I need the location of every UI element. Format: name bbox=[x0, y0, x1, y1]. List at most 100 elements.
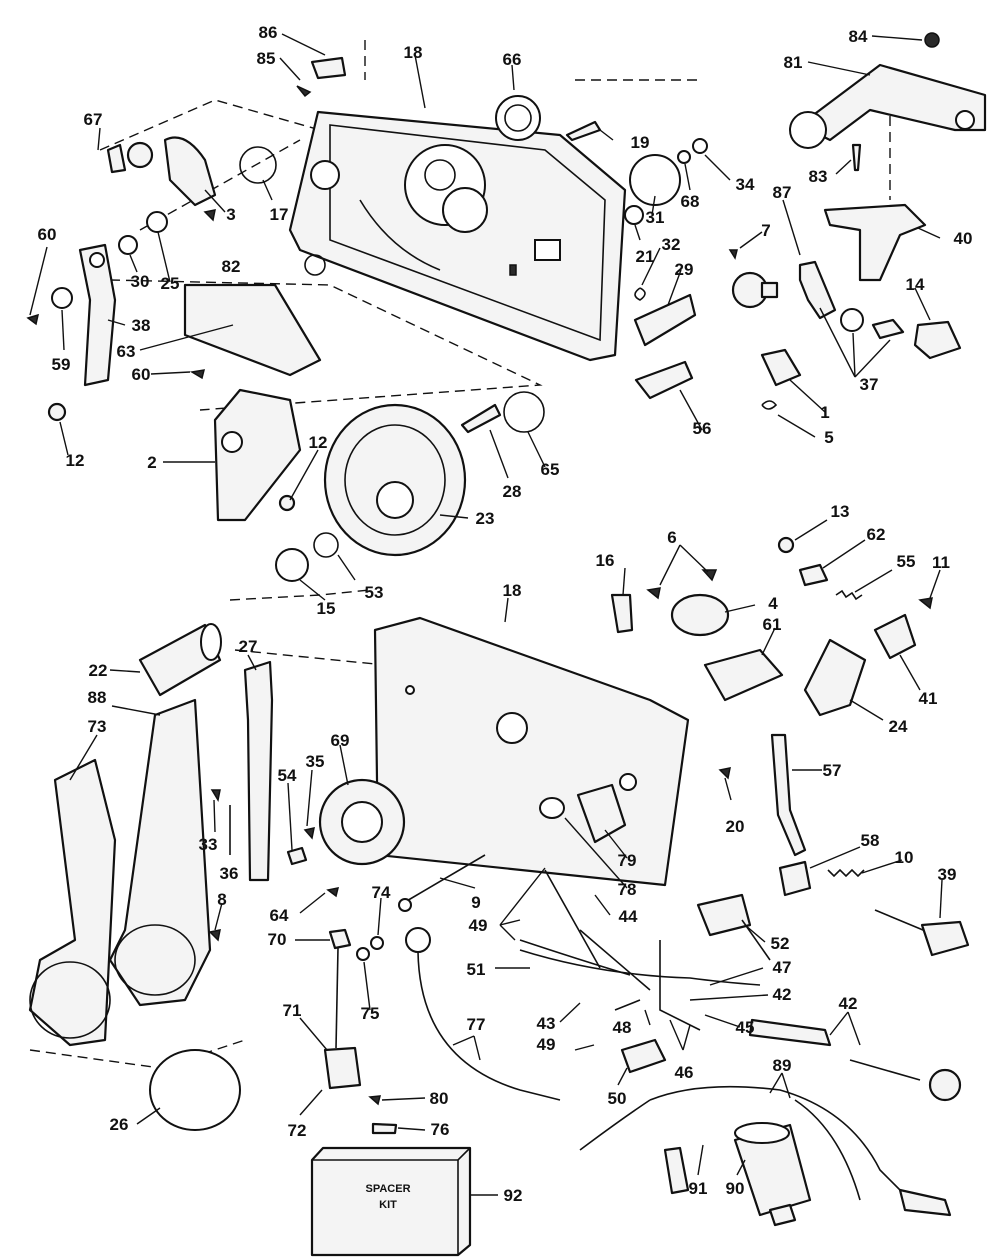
callout-20: 20 bbox=[726, 817, 745, 836]
callout-63: 63 bbox=[117, 342, 136, 361]
callout-79: 79 bbox=[618, 851, 637, 870]
callout-37: 37 bbox=[860, 375, 879, 394]
callout-87: 87 bbox=[773, 183, 792, 202]
callout-89: 89 bbox=[773, 1056, 792, 1075]
callout-26: 26 bbox=[110, 1115, 129, 1134]
callout-56: 56 bbox=[693, 419, 712, 438]
callout-80: 80 bbox=[430, 1089, 449, 1108]
callout-12-mid: 12 bbox=[309, 433, 328, 452]
spacer-kit-box: SPACER KIT bbox=[310, 1146, 472, 1257]
callout-18-lower: 18 bbox=[503, 581, 522, 600]
callout-83: 83 bbox=[809, 167, 828, 186]
callout-4: 4 bbox=[768, 594, 778, 613]
callout-17: 17 bbox=[270, 205, 289, 224]
callout-73: 73 bbox=[88, 717, 107, 736]
callout-27: 27 bbox=[239, 637, 258, 656]
callout-60-lower: 60 bbox=[132, 365, 151, 384]
callout-46: 46 bbox=[675, 1063, 694, 1082]
callout-21: 21 bbox=[636, 247, 655, 266]
callout-labels: 86 85 18 66 84 81 67 19 34 83 68 17 3 31… bbox=[38, 23, 973, 1205]
callout-85: 85 bbox=[257, 49, 276, 68]
callout-52: 52 bbox=[771, 934, 790, 953]
callout-61: 61 bbox=[763, 615, 782, 634]
callout-5: 5 bbox=[824, 428, 833, 447]
callout-35: 35 bbox=[306, 752, 325, 771]
spacer-box-line2: KIT bbox=[379, 1199, 397, 1211]
callout-16: 16 bbox=[596, 551, 615, 570]
callout-14: 14 bbox=[906, 275, 925, 294]
callout-77: 77 bbox=[467, 1015, 486, 1034]
callout-92: 92 bbox=[504, 1186, 523, 1205]
parts-lower bbox=[28, 623, 970, 1227]
callout-57: 57 bbox=[823, 761, 842, 780]
callout-30: 30 bbox=[131, 272, 150, 291]
callout-25: 25 bbox=[161, 274, 180, 293]
callout-8: 8 bbox=[217, 890, 226, 909]
callout-78: 78 bbox=[618, 880, 637, 899]
callout-7: 7 bbox=[761, 221, 770, 240]
callout-71: 71 bbox=[283, 1001, 302, 1020]
callout-81: 81 bbox=[784, 53, 803, 72]
callout-13: 13 bbox=[831, 502, 850, 521]
callout-53: 53 bbox=[365, 583, 384, 602]
callout-44: 44 bbox=[619, 907, 638, 926]
spacer-box-line1: SPACER bbox=[365, 1183, 410, 1195]
callout-82: 82 bbox=[222, 257, 241, 276]
callout-88: 88 bbox=[88, 688, 107, 707]
callout-1: 1 bbox=[820, 403, 829, 422]
callout-24: 24 bbox=[889, 717, 908, 736]
callout-39: 39 bbox=[938, 865, 957, 884]
callout-42-mid: 42 bbox=[773, 985, 792, 1004]
housing-upper bbox=[288, 110, 627, 362]
callout-45: 45 bbox=[736, 1018, 755, 1037]
callout-9: 9 bbox=[471, 893, 480, 912]
callout-34: 34 bbox=[736, 175, 755, 194]
callout-65: 65 bbox=[541, 460, 560, 479]
callout-29: 29 bbox=[675, 260, 694, 279]
callout-47: 47 bbox=[773, 958, 792, 977]
callout-66: 66 bbox=[503, 50, 522, 69]
callout-54: 54 bbox=[278, 766, 297, 785]
callout-15: 15 bbox=[317, 599, 336, 618]
callout-84: 84 bbox=[849, 27, 868, 46]
callout-32: 32 bbox=[662, 235, 681, 254]
callout-22: 22 bbox=[89, 661, 108, 680]
callout-50: 50 bbox=[608, 1089, 627, 1108]
callout-69: 69 bbox=[331, 731, 350, 750]
callout-2: 2 bbox=[147, 453, 156, 472]
callout-64: 64 bbox=[270, 906, 289, 925]
housing-lower bbox=[373, 616, 690, 887]
callout-72: 72 bbox=[288, 1121, 307, 1140]
callout-60-upper: 60 bbox=[38, 225, 57, 244]
callout-75: 75 bbox=[361, 1004, 380, 1023]
callout-49-lower: 49 bbox=[537, 1035, 556, 1054]
callout-12-left: 12 bbox=[66, 451, 85, 470]
callout-11: 11 bbox=[932, 553, 950, 572]
callout-59: 59 bbox=[52, 355, 71, 374]
callout-3: 3 bbox=[226, 205, 235, 224]
callout-41: 41 bbox=[919, 689, 938, 708]
callout-74: 74 bbox=[372, 883, 391, 902]
callout-42-right: 42 bbox=[839, 994, 858, 1013]
callout-23: 23 bbox=[476, 509, 495, 528]
callout-49-upper: 49 bbox=[469, 916, 488, 935]
callout-28: 28 bbox=[503, 482, 522, 501]
parts-middle bbox=[213, 388, 933, 717]
callout-18-upper: 18 bbox=[404, 43, 423, 62]
callout-51: 51 bbox=[467, 960, 486, 979]
callout-40: 40 bbox=[954, 229, 973, 248]
callout-48: 48 bbox=[613, 1018, 632, 1037]
callout-19: 19 bbox=[631, 133, 650, 152]
callout-86: 86 bbox=[259, 23, 278, 42]
callout-6: 6 bbox=[667, 528, 676, 547]
callout-38: 38 bbox=[132, 316, 151, 335]
callout-70: 70 bbox=[268, 930, 287, 949]
callout-55: 55 bbox=[897, 552, 916, 571]
callout-33: 33 bbox=[199, 835, 218, 854]
callout-62: 62 bbox=[867, 525, 886, 544]
callout-91: 91 bbox=[689, 1179, 708, 1198]
parts-upper bbox=[26, 32, 987, 512]
callout-43: 43 bbox=[537, 1014, 556, 1033]
callout-67: 67 bbox=[84, 110, 103, 129]
